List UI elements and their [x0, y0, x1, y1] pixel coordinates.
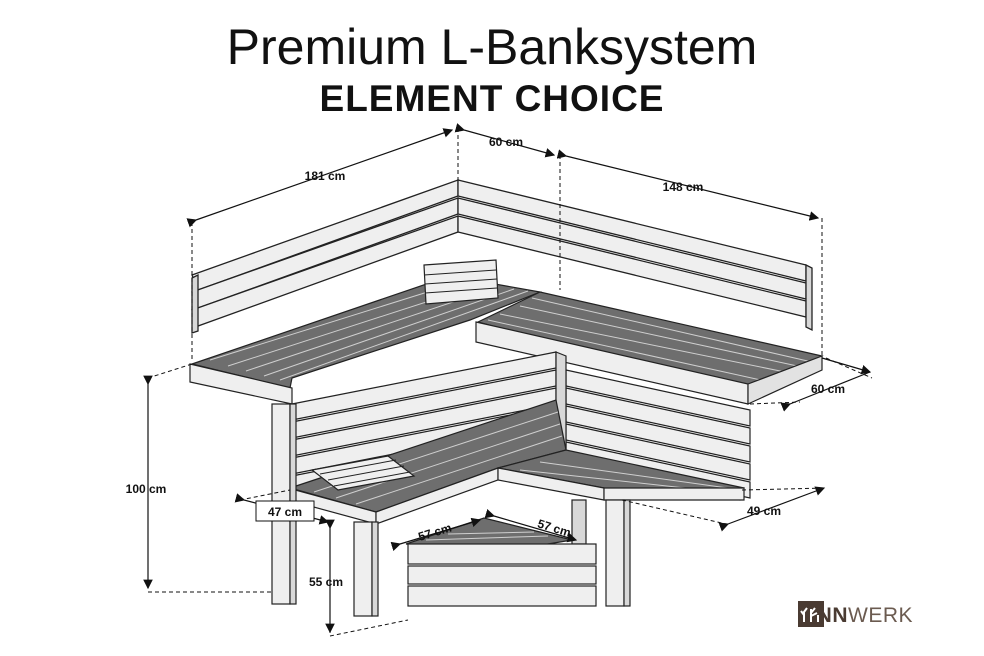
antler-logo-icon [798, 601, 824, 627]
dim-total-height: 100 cm [126, 482, 167, 496]
dim-lower-depth-left: 47 cm [268, 505, 302, 519]
backrest-right [457, 179, 813, 332]
dim-corner-depth: 60 cm [489, 135, 523, 149]
brand-name-light: WERK [848, 604, 913, 627]
lower-bench-seat [287, 399, 745, 525]
brand-logo: FINNWERK [797, 600, 913, 632]
dim-left-length: 181 cm [305, 169, 346, 183]
dim-lower-height: 55 cm [309, 575, 343, 589]
upper-bench-seat [189, 259, 824, 405]
page-title: Premium L-Banksystem [226, 19, 758, 75]
page-subtitle: ELEMENT CHOICE [319, 78, 665, 119]
dim-right-length: 148 cm [663, 180, 704, 194]
dim-upper-depth-right: 60 cm [811, 382, 845, 396]
dim-lower-depth-right: 49 cm [747, 504, 781, 518]
